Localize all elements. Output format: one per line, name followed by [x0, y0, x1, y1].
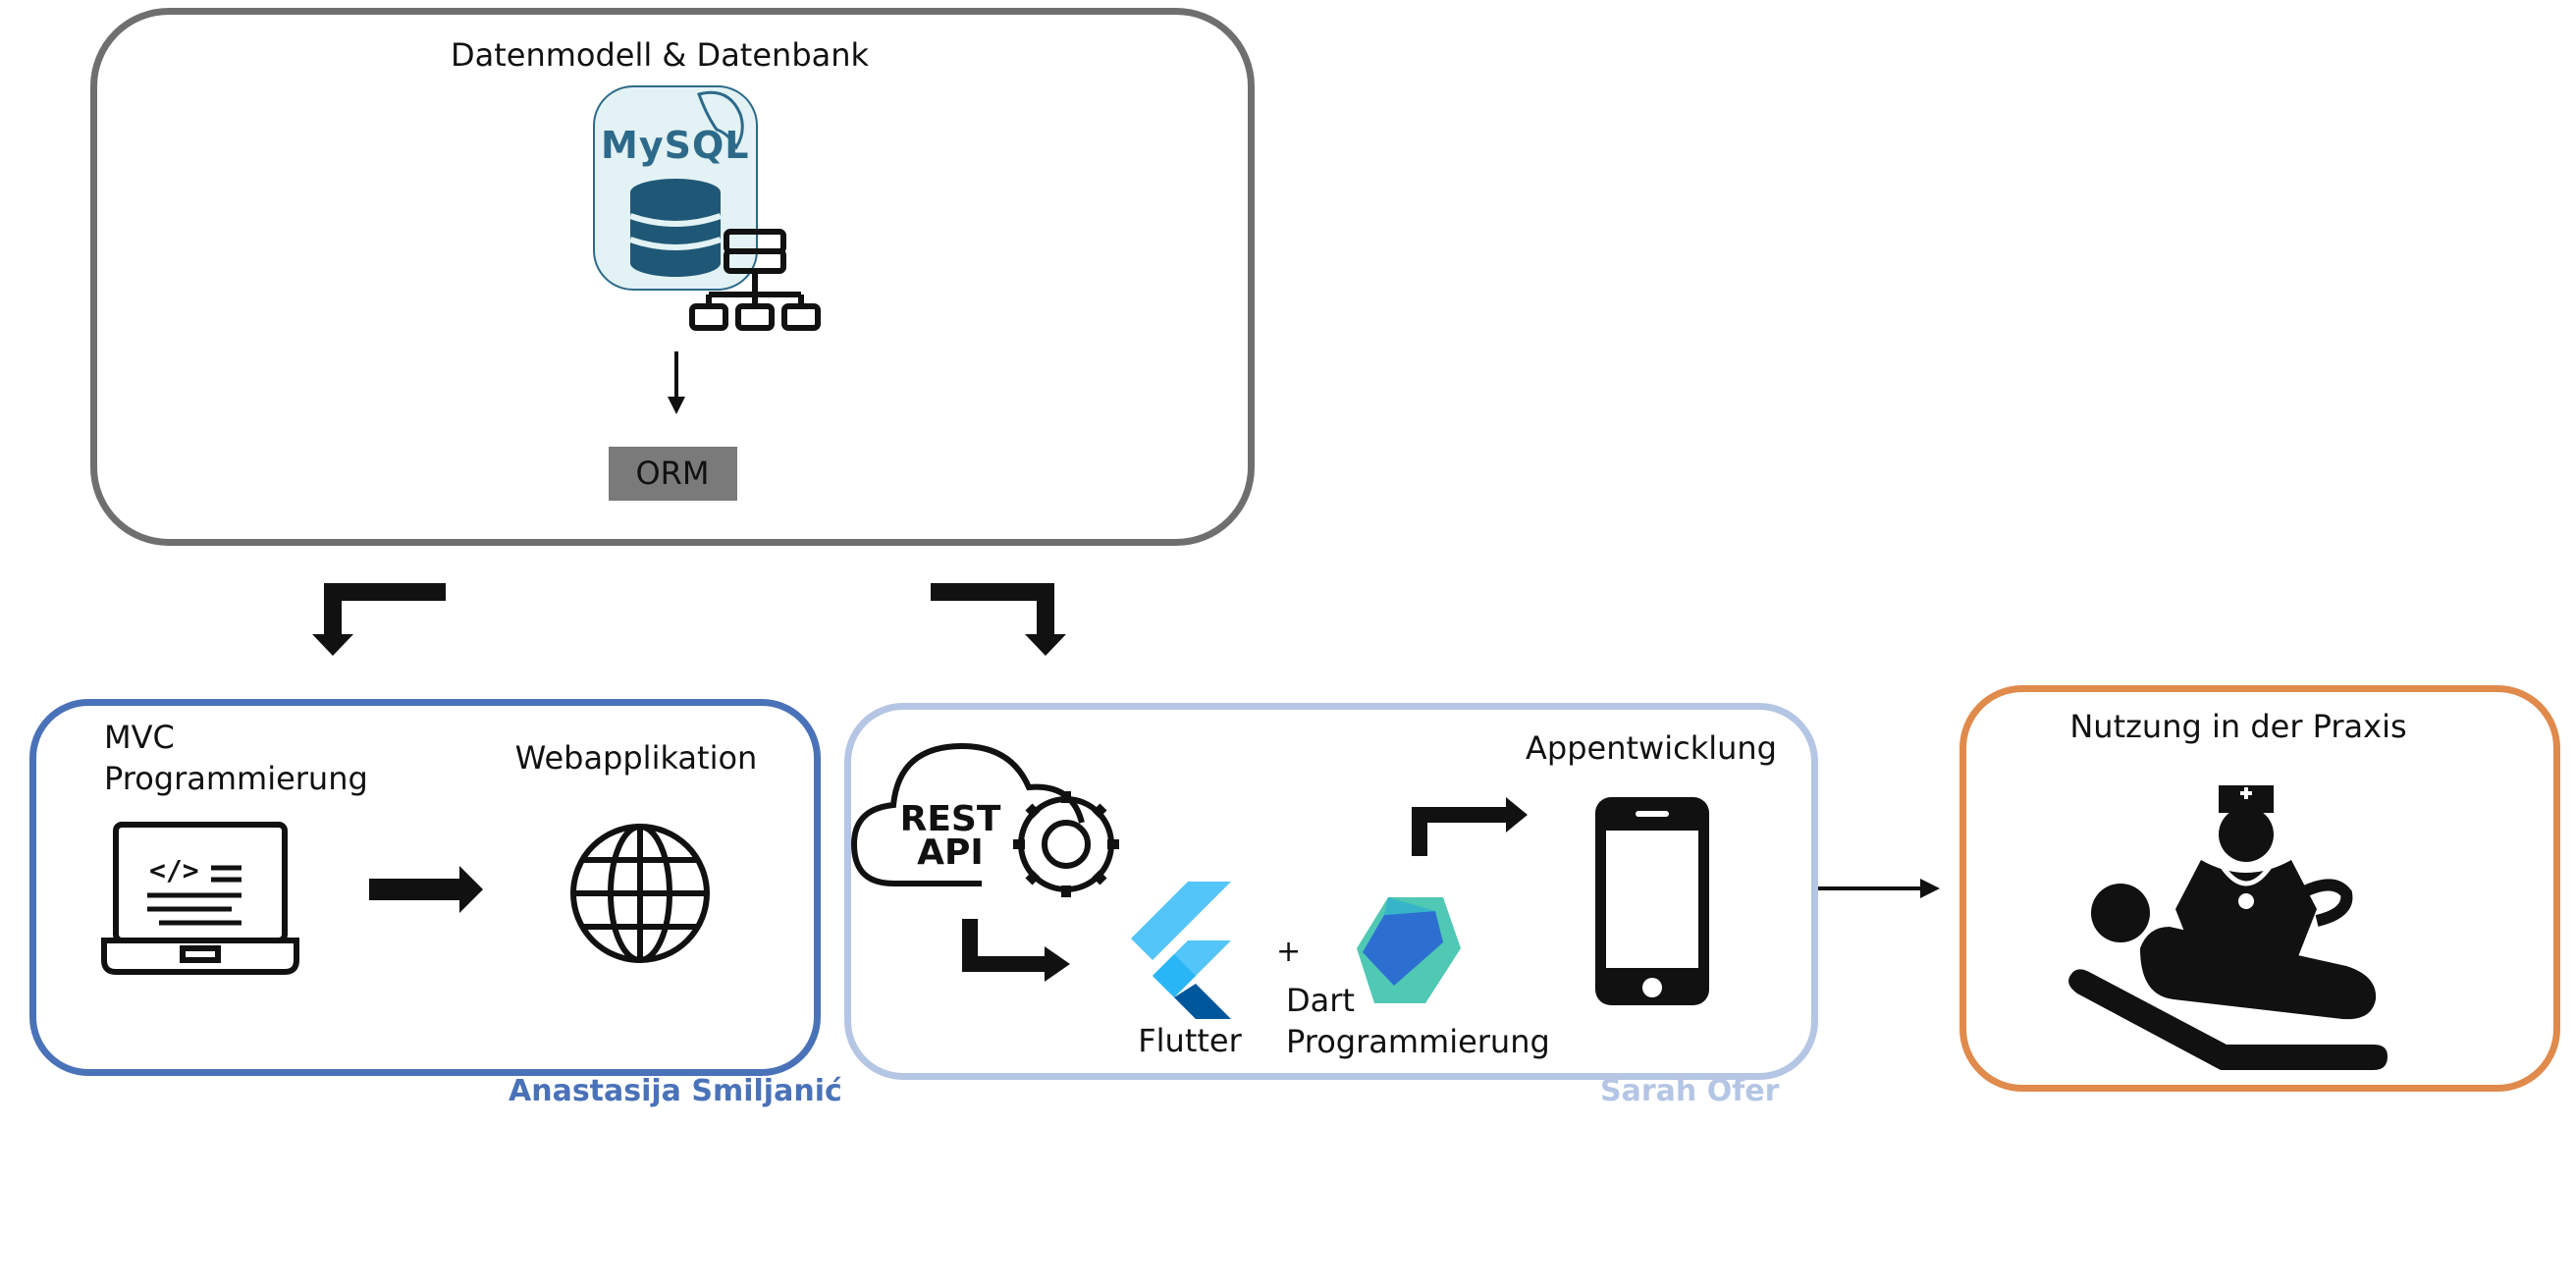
- appdev-label: Appentwicklung: [1526, 729, 1777, 767]
- arrow-app-to-practice: [1818, 879, 1940, 898]
- flutter-logo-icon: [1131, 882, 1231, 1019]
- dart-label: Dart Programmierung: [1286, 982, 1550, 1060]
- database-title: Datenmodell & Datenbank: [450, 36, 870, 74]
- database-group: [90, 8, 1255, 546]
- mysql-logo-text: MySQL: [601, 124, 750, 167]
- arrow-db-to-web: [312, 583, 446, 656]
- practice-group: [1959, 685, 2560, 1092]
- smartphone-icon: [1595, 797, 1709, 1005]
- orm-box: [609, 447, 737, 501]
- orm-label: ORM: [635, 455, 710, 492]
- web-group: [29, 699, 821, 1076]
- app-group: [844, 703, 1818, 1080]
- arrow-db-to-orm: [668, 351, 685, 414]
- server-network-icon: [689, 229, 821, 331]
- arrow-mvc-to-webapp: [369, 866, 483, 913]
- practice-title: Nutzung in der Praxis: [2069, 708, 2407, 745]
- author-app: Sarah Ofer: [1600, 1074, 1780, 1108]
- mysql-database-icon: [593, 85, 758, 291]
- mvc-label: MVC Programmierung: [104, 719, 368, 797]
- dart-logo-icon: [1357, 897, 1461, 1003]
- arrow-db-to-app: [931, 583, 1066, 656]
- arrow-rest-to-flutter: [962, 919, 1070, 982]
- webapp-label: Webapplikation: [514, 739, 758, 777]
- flutter-label: Flutter: [1138, 1022, 1242, 1059]
- rest-api-label: REST API: [899, 799, 1001, 873]
- arrow-dart-to-app: [1412, 797, 1528, 856]
- author-web: Anastasija Smiljanić: [509, 1074, 842, 1108]
- doctor-patient-icon: [2068, 785, 2388, 1070]
- plus-sign: +: [1276, 935, 1302, 969]
- cloud-gear-icon: [850, 742, 1119, 897]
- globe-icon: [570, 824, 710, 963]
- laptop-code-icon: </>: [101, 822, 299, 975]
- svg-text:</>: </>: [149, 854, 199, 886]
